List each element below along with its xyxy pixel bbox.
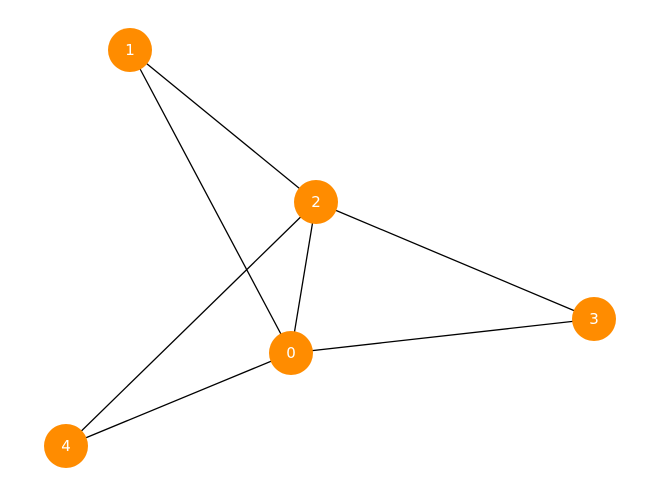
node-circle <box>108 28 152 72</box>
edge-0-4 <box>65 352 292 447</box>
edge-1-2 <box>129 49 317 203</box>
node-circle <box>294 180 338 224</box>
edge-2-4 <box>65 201 317 447</box>
node-label: 3 <box>589 310 599 328</box>
edges-layer <box>65 49 595 447</box>
node-label: 0 <box>286 344 296 362</box>
node-circle <box>572 297 616 341</box>
node-label: 1 <box>125 41 135 59</box>
node-2: 2 <box>294 180 338 224</box>
node-1: 1 <box>108 28 152 72</box>
edge-2-3 <box>315 201 595 320</box>
edge-1-0 <box>129 49 292 354</box>
node-0: 0 <box>269 331 313 375</box>
node-circle <box>44 424 88 468</box>
node-circle <box>269 331 313 375</box>
edge-0-3 <box>290 318 595 354</box>
node-4: 4 <box>44 424 88 468</box>
edge-2-0 <box>290 201 317 354</box>
node-label: 2 <box>311 193 321 211</box>
nodes-layer: 0 1 2 3 4 <box>44 28 616 468</box>
node-3: 3 <box>572 297 616 341</box>
node-label: 4 <box>61 437 71 455</box>
